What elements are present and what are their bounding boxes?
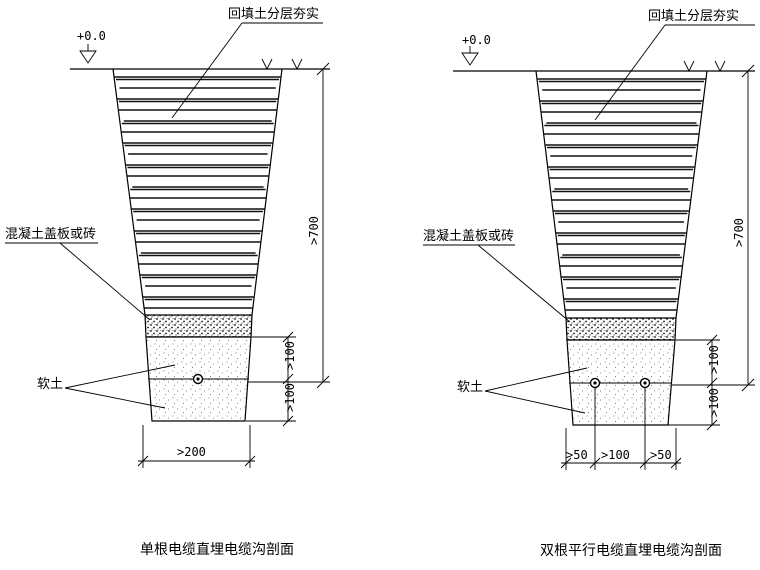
left-trench-right-wall <box>251 68 283 316</box>
left-backfill-hatch <box>114 76 281 309</box>
right-level-label: +0.0 <box>462 33 491 47</box>
right-width-label-3: >50 <box>650 448 672 462</box>
left-caption: 单根电缆直埋电缆沟剖面 <box>140 541 294 558</box>
left-backfill-leader <box>171 22 243 119</box>
left-level-label: +0.0 <box>77 29 106 43</box>
left-level-marker <box>79 44 97 64</box>
right-trench-left-wall <box>535 70 567 319</box>
left-dim-lower: >100 <box>283 383 297 412</box>
left-trench-left-wall <box>112 68 146 316</box>
right-trench-right-wall <box>675 70 708 319</box>
left-cover-leader <box>59 242 151 321</box>
right-concrete-cover <box>565 317 677 341</box>
right-caption: 双根平行电缆直埋电缆沟剖面 <box>540 542 722 559</box>
left-soft-label: 软土 <box>37 377 63 392</box>
right-soft-label: 软土 <box>457 380 483 395</box>
right-dim-upper: >100 <box>707 345 721 374</box>
right-soft-leader <box>484 390 586 414</box>
left-soft-leader <box>64 387 166 409</box>
left-ground-ticks <box>261 58 326 71</box>
right-level-marker <box>461 46 479 66</box>
right-backfill-hatch <box>537 78 706 311</box>
left-depth-label: >700 <box>307 216 321 245</box>
right-width-label-2: >100 <box>601 448 630 462</box>
right-cover-leader <box>477 244 571 323</box>
left-cover-label: 混凝土盖板或砖 <box>5 226 96 242</box>
left-concrete-cover <box>144 314 253 338</box>
right-depth-label: >700 <box>732 218 746 247</box>
right-width-label-1: >50 <box>566 448 588 462</box>
left-section: +0.0 回填土分层夯实 混凝土盖板或砖 软土 >700 <box>5 7 330 558</box>
right-cover-label: 混凝土盖板或砖 <box>423 228 514 244</box>
right-section: +0.0 回填土分层夯实 混凝土盖板或砖 软土 >700 <box>423 9 755 559</box>
right-backfill-label: 回填土分层夯实 <box>648 9 739 24</box>
right-dim-lower: >100 <box>707 388 721 417</box>
right-backfill-leader <box>594 24 666 121</box>
right-ground-ticks <box>683 60 752 73</box>
left-backfill-label: 回填土分层夯实 <box>228 7 319 22</box>
left-dim-upper: >100 <box>283 341 297 370</box>
left-width-label: >200 <box>177 445 206 459</box>
